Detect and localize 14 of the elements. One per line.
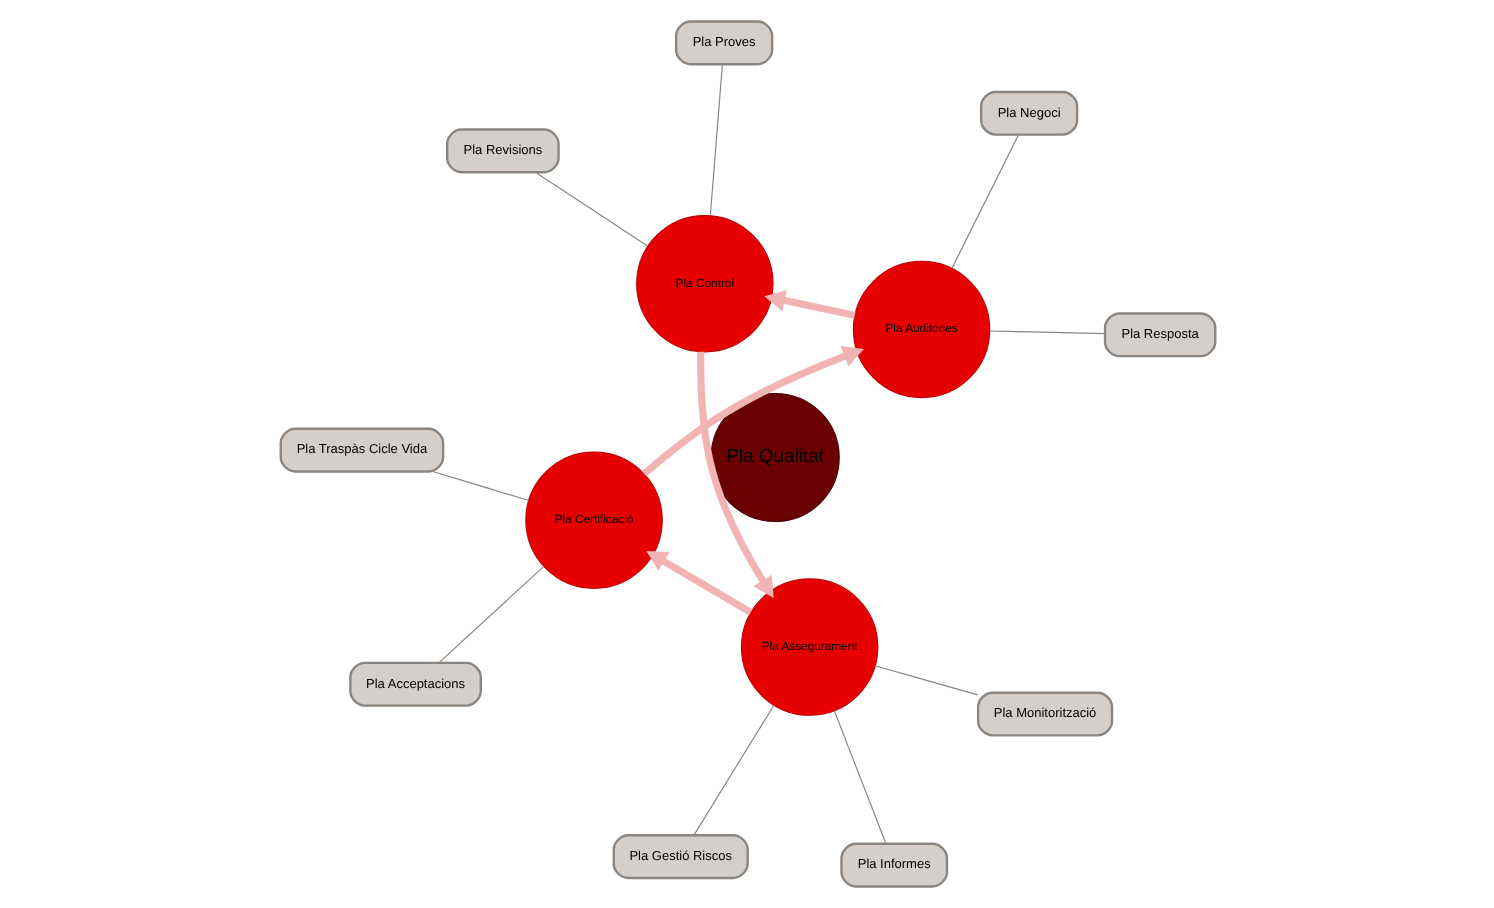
connector <box>431 470 529 502</box>
connector <box>708 64 722 217</box>
arrow <box>645 550 752 616</box>
node-circle: Pla Qualitat <box>709 392 839 523</box>
connector <box>534 171 648 247</box>
connector <box>988 330 1105 335</box>
arrow <box>640 346 863 477</box>
connector <box>437 565 544 664</box>
arrow <box>763 289 855 319</box>
connector <box>873 665 978 696</box>
connector <box>950 134 1019 269</box>
connector <box>832 710 886 844</box>
connector <box>692 704 774 836</box>
arrow <box>696 351 773 598</box>
